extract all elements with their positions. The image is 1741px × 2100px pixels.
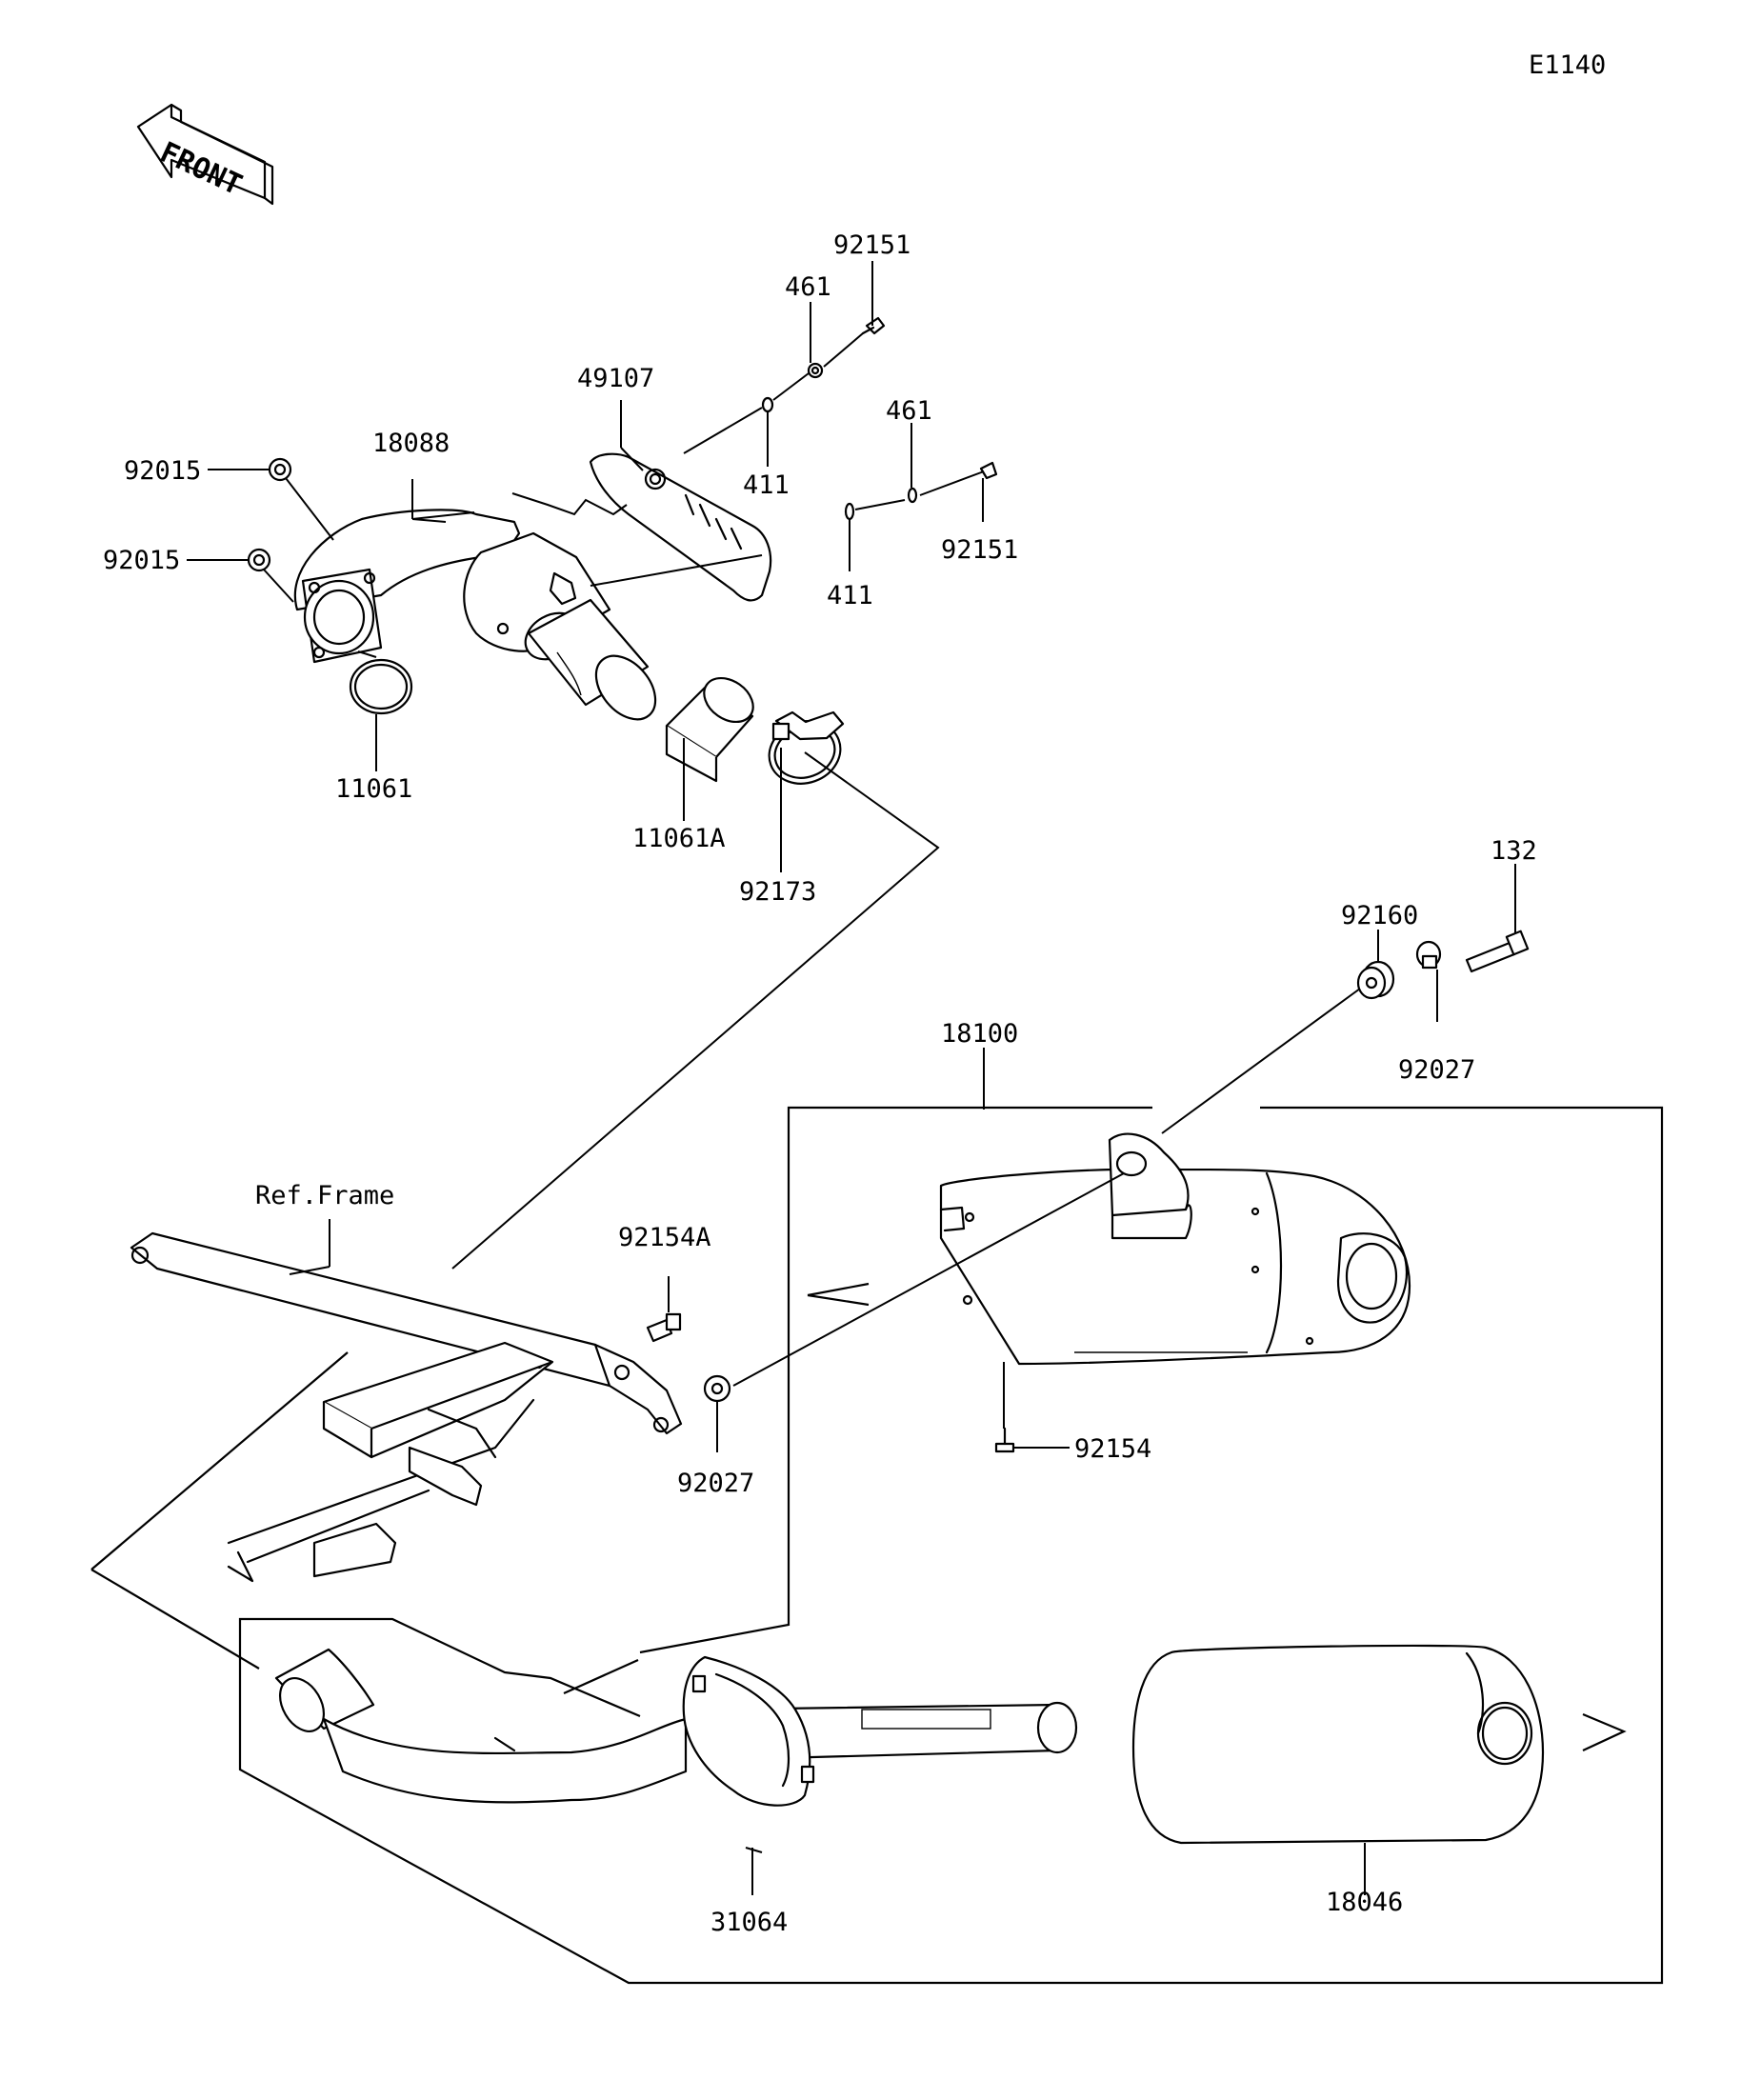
label-92027-left: 92027 — [677, 1469, 754, 1498]
inner-pipe-assembly — [274, 1648, 1078, 1807]
label-11061A: 11061A — [632, 824, 726, 853]
washer-92027-left — [703, 1374, 731, 1403]
bolt-92154A — [646, 1312, 682, 1343]
washer-461-top — [807, 362, 824, 379]
label-411-bottom: 411 — [827, 581, 873, 610]
label-461-right: 461 — [886, 396, 932, 426]
label-92173: 92173 — [739, 877, 816, 907]
nut-92015-a — [268, 457, 292, 482]
bolt-92151-top — [861, 316, 886, 335]
washer-411-bottom — [844, 502, 855, 521]
label-49107: 49107 — [577, 364, 654, 393]
label-411-top: 411 — [743, 470, 790, 500]
label-92027-right: 92027 — [1398, 1055, 1475, 1085]
gasket-sleeve-11061A — [665, 676, 754, 783]
bolt-92154 — [994, 1427, 1015, 1453]
label-92160: 92160 — [1341, 901, 1418, 930]
leader-lines — [187, 261, 1516, 1895]
nut-92015-b — [247, 548, 271, 572]
gasket-11061 — [349, 658, 413, 715]
washer-411-top — [761, 396, 774, 413]
group-frame-18100 — [639, 1106, 1152, 1654]
washer-461-right — [907, 487, 918, 504]
label-92154A: 92154A — [618, 1223, 711, 1252]
label-132: 132 — [1491, 836, 1537, 866]
label-ref-frame: Ref.Frame — [255, 1181, 394, 1210]
washer-92027-right — [1415, 940, 1442, 970]
diagram-code: E1140 — [1529, 50, 1606, 80]
label-31064: 31064 — [710, 1908, 788, 1937]
label-11061: 11061 — [335, 774, 412, 804]
bolt-132 — [1465, 930, 1530, 973]
label-92015-b: 92015 — [103, 546, 180, 575]
label-18088: 18088 — [372, 429, 450, 458]
label-92151-top: 92151 — [833, 230, 911, 260]
grommet-92160 — [1356, 960, 1395, 1000]
clamp-92173 — [768, 710, 845, 785]
label-18046: 18046 — [1326, 1888, 1403, 1917]
label-92015-a: 92015 — [124, 456, 201, 486]
muffler-18100 — [939, 1132, 1411, 1366]
header-pipe-18088 — [293, 509, 657, 721]
front-arrow-icon: FRONT — [136, 103, 274, 206]
label-92151-right: 92151 — [941, 535, 1018, 565]
label-461-top: 461 — [785, 272, 831, 302]
label-18100: 18100 — [941, 1019, 1018, 1049]
part-labels: 92151 461 49107 18088 92015 92015 411 46… — [103, 230, 1537, 1937]
silencer-packing-18046 — [1131, 1644, 1545, 1845]
ref-frame — [130, 1231, 683, 1583]
label-92154: 92154 — [1074, 1434, 1151, 1464]
bolt-92151-right — [979, 461, 998, 480]
heat-guard-49107 — [589, 452, 772, 602]
